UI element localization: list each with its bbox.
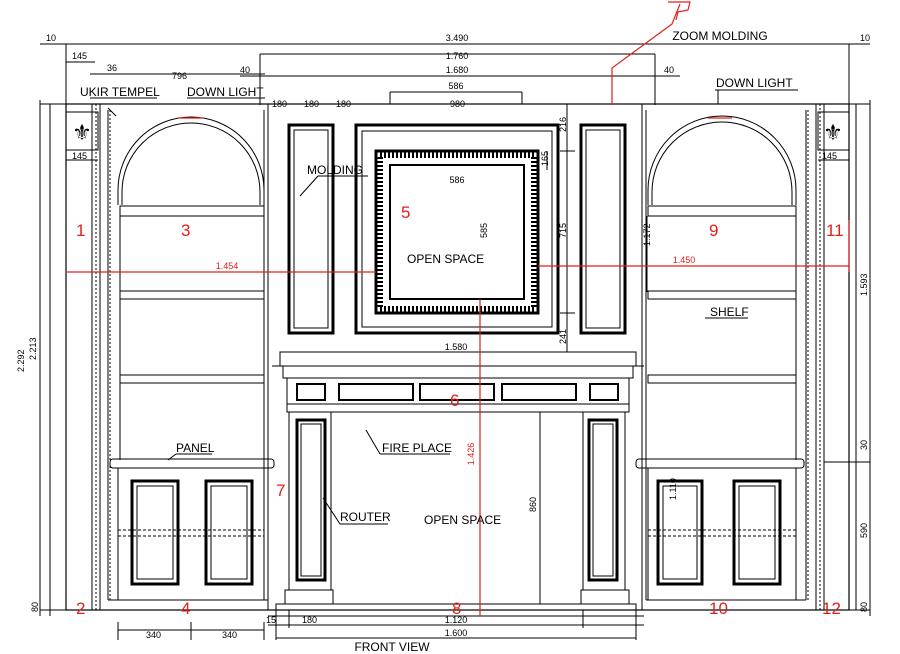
dim-145-right: 145 <box>822 151 837 161</box>
dim-2213: 2.213 <box>28 337 38 360</box>
section-number-8: 8 <box>452 599 461 618</box>
section-number-9: 9 <box>709 221 718 240</box>
dim-3490: 3.490 <box>446 33 469 43</box>
right-ukir-ornament-icon: ⚜ <box>823 120 843 145</box>
dim-180-bottom: 180 <box>302 615 317 625</box>
dim-241: 241 <box>558 329 568 344</box>
dim-10-left: 10 <box>46 33 56 43</box>
dim-40-left: 40 <box>240 65 250 75</box>
dim-590: 590 <box>859 523 869 538</box>
dim-180-a: 180 <box>272 99 287 109</box>
section-number-11: 11 <box>826 221 844 240</box>
section-number-2: 2 <box>76 599 85 618</box>
open-space-top-label: OPEN SPACE <box>407 252 484 266</box>
front-view-title: FRONT VIEW <box>354 640 430 654</box>
section-number-10: 10 <box>709 599 728 618</box>
dim-340-a: 340 <box>146 630 161 640</box>
molding-label: MOLDING <box>307 163 363 177</box>
dim-1580: 1.580 <box>445 342 468 352</box>
dim-980: 980 <box>450 99 465 109</box>
section-number-3: 3 <box>181 221 190 240</box>
red-dim-1426: 1.426 <box>466 443 476 466</box>
fire-place-label: FIRE PLACE <box>382 441 452 455</box>
dim-145-left: 145 <box>72 151 87 161</box>
dim-586-top: 586 <box>448 81 463 91</box>
dim-1680: 1.680 <box>446 65 469 75</box>
left-ukir-ornament-icon: ⚜ <box>72 120 92 145</box>
red-dim-1454: 1.454 <box>216 261 239 271</box>
section-number-7: 7 <box>276 481 285 500</box>
down-light-left-label: DOWN LIGHT <box>187 85 264 99</box>
section-number-4: 4 <box>181 599 190 618</box>
red-dim-1450: 1.450 <box>673 255 696 265</box>
open-space-bottom-label: OPEN SPACE <box>424 513 501 527</box>
panel-label: PANEL <box>176 441 215 455</box>
dim-340-b: 340 <box>222 630 237 640</box>
dim-216: 216 <box>558 117 568 132</box>
section-number-12: 12 <box>822 599 841 618</box>
dim-15: 15 <box>266 615 276 625</box>
dim-1120: 1.120 <box>445 615 468 625</box>
dim-586-inner: 586 <box>449 175 464 185</box>
router-label: ROUTER <box>340 510 391 524</box>
dim-36: 36 <box>107 63 117 73</box>
section-number-6: 6 <box>450 391 459 410</box>
dim-80-right: 80 <box>859 602 869 612</box>
dim-1110: 1.110 <box>668 478 678 500</box>
section-number-5: 5 <box>401 203 410 222</box>
section-number-1: 1 <box>76 221 85 240</box>
down-light-right-label: DOWN LIGHT <box>716 76 793 90</box>
dim-165: 165 <box>540 151 550 166</box>
dim-10-right: 10 <box>860 33 870 43</box>
zoom-molding-label: ZOOM MOLDING <box>672 29 767 43</box>
dim-180-b: 180 <box>304 99 319 109</box>
dim-860: 860 <box>528 497 538 512</box>
dim-715: 715 <box>558 223 568 238</box>
dim-796: 796 <box>172 71 187 81</box>
dim-30: 30 <box>859 440 869 450</box>
dim-1600: 1.600 <box>445 628 468 638</box>
dim-80-left: 80 <box>30 602 40 612</box>
dim-40-right: 40 <box>664 65 674 75</box>
dim-2292: 2.292 <box>16 349 26 372</box>
dim-1172: 1.172 <box>642 223 652 246</box>
ukir-tempel-label: UKIR TEMPEL <box>80 85 160 99</box>
shelf-label: SHELF <box>710 305 749 319</box>
dim-585: 585 <box>479 223 489 238</box>
dim-1593: 1.593 <box>859 273 869 296</box>
dim-180-c: 180 <box>336 99 351 109</box>
dim-1760: 1.760 <box>446 51 469 61</box>
dim-145-top: 145 <box>72 51 87 61</box>
